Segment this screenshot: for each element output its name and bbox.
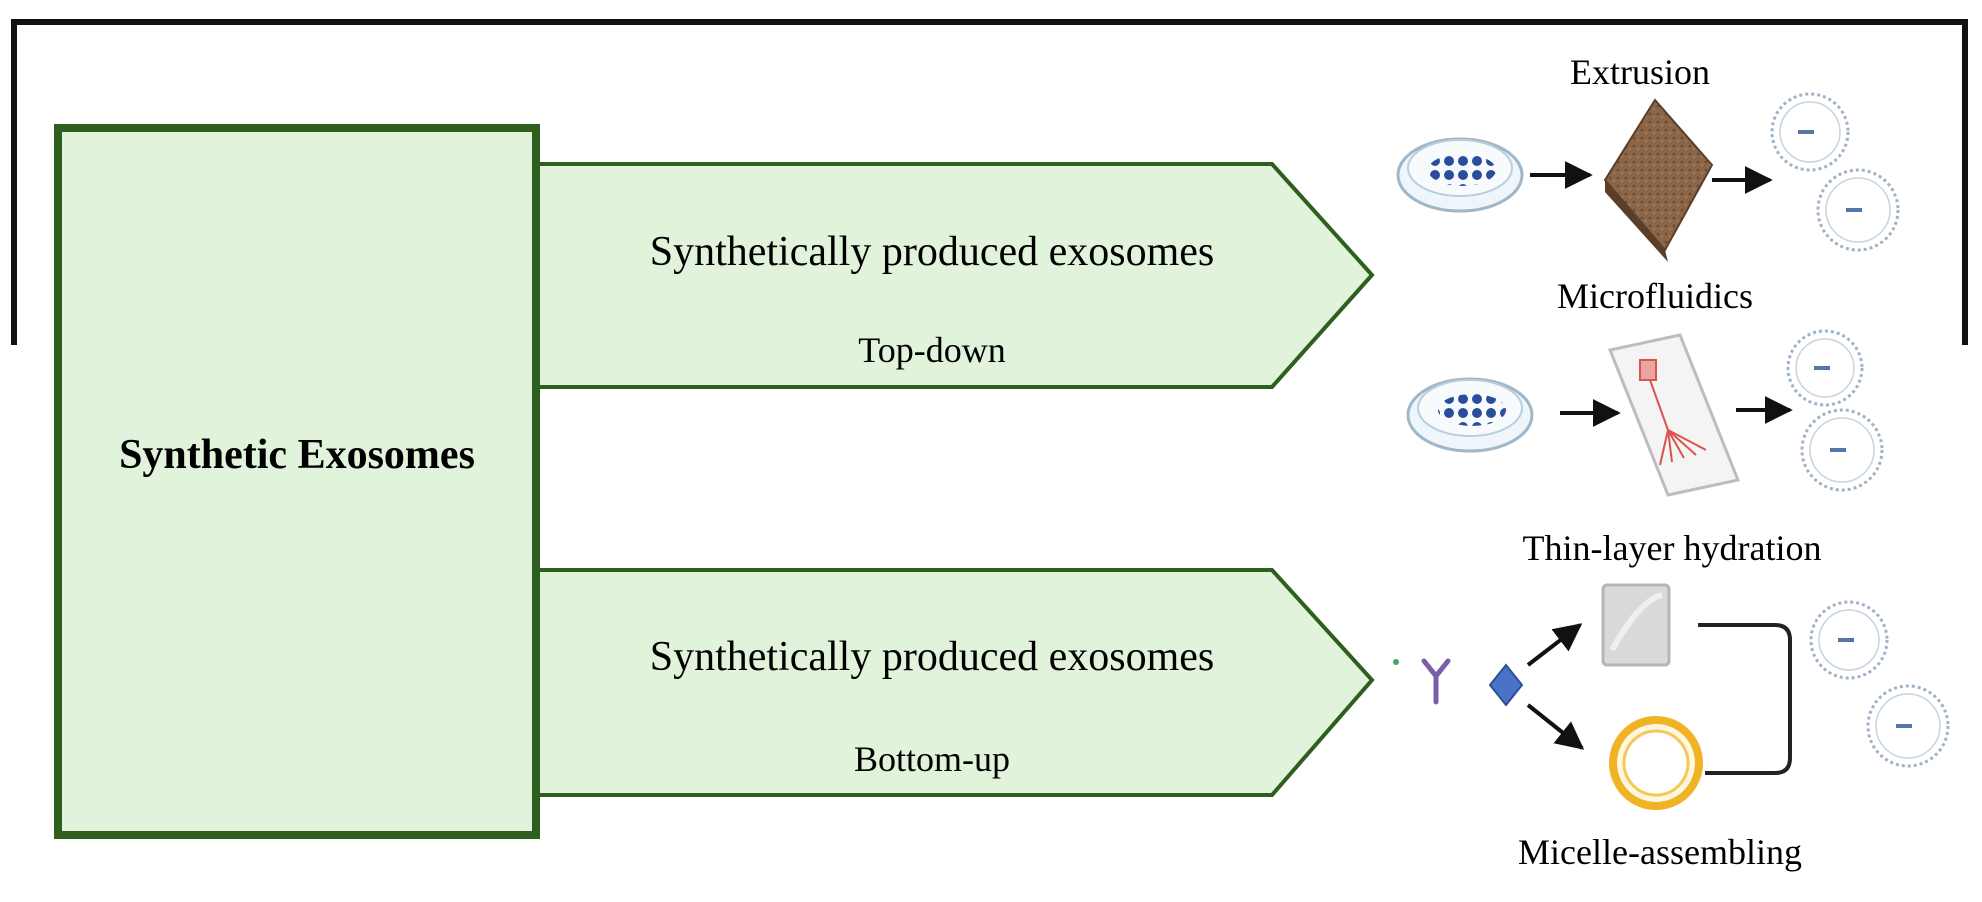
exosome-vesicle-icon (1816, 168, 1900, 252)
lipid-film-icon (1601, 583, 1671, 667)
arrow-icon (1526, 703, 1585, 750)
top-down-title: Synthetically produced exosomes (650, 229, 1215, 275)
exosome-vesicle-icon (1786, 329, 1864, 407)
exosome-vesicle-icon (1866, 684, 1950, 768)
bottom-up-arrow (540, 568, 1375, 797)
main-box (54, 124, 540, 839)
top-down-arrow (540, 162, 1375, 389)
bottom-up-subtitle: Bottom-up (854, 739, 1010, 779)
extrusion-label: Extrusion (1570, 52, 1710, 92)
exosome-vesicle-icon (1800, 408, 1884, 492)
arrow-icon (1526, 623, 1583, 667)
thin-layer-hydration-label: Thin-layer hydration (1523, 528, 1822, 568)
microfluidics-label: Microfluidics (1557, 276, 1753, 316)
main-box-label: Synthetic Exosomes (119, 432, 475, 478)
micelle-icon (1609, 716, 1703, 810)
exosome-vesicle-icon (1770, 92, 1850, 172)
petri-dish-icon (1406, 377, 1534, 453)
extrusion-membrane-icon (1603, 98, 1714, 262)
outer-frame (11, 19, 1968, 345)
merge-bracket (1698, 623, 1792, 775)
bottom-up-title: Synthetically produced exosomes (650, 634, 1215, 680)
exosome-vesicle-icon (1809, 600, 1889, 680)
lipid-diamond-icon (1488, 663, 1524, 707)
micelle-assembling-label: Micelle-assembling (1518, 832, 1802, 872)
microfluidic-chip-icon (1607, 333, 1741, 497)
petri-dish-icon (1396, 137, 1524, 213)
antibody-icon (1393, 658, 1451, 705)
top-down-subtitle: Top-down (858, 330, 1005, 370)
